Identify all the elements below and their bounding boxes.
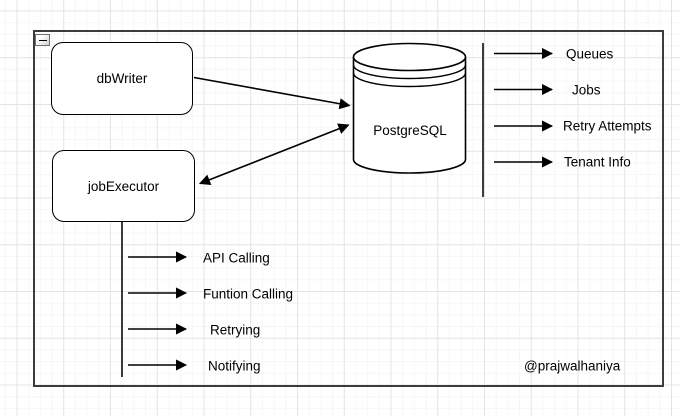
node-jobexecutor[interactable]: jobExecutor — [52, 150, 195, 222]
node-dbwriter[interactable]: dbWriter — [51, 42, 193, 115]
output-label-tenant-info: Tenant Info — [564, 154, 631, 170]
diagram-frame[interactable] — [33, 30, 664, 387]
minus-icon — [38, 39, 47, 41]
collapse-group-button[interactable] — [35, 34, 50, 46]
node-dbwriter-label: dbWriter — [96, 71, 148, 86]
output-label-jobs: Jobs — [572, 82, 601, 98]
node-postgresql-label: PostgreSQL — [373, 122, 447, 138]
output-label-queues: Queues — [566, 46, 614, 62]
output-label-retry-attempts: Retry Attempts — [563, 118, 652, 134]
output-label-retrying: Retrying — [210, 322, 261, 338]
output-label-funtion-calling: Funtion Calling — [203, 286, 294, 302]
output-label-notifying: Notifying — [208, 358, 261, 374]
output-label-api-calling: API Calling — [203, 250, 270, 266]
watermark-handle: @prajwalhaniya — [524, 358, 621, 374]
node-jobexecutor-label: jobExecutor — [87, 178, 160, 194]
